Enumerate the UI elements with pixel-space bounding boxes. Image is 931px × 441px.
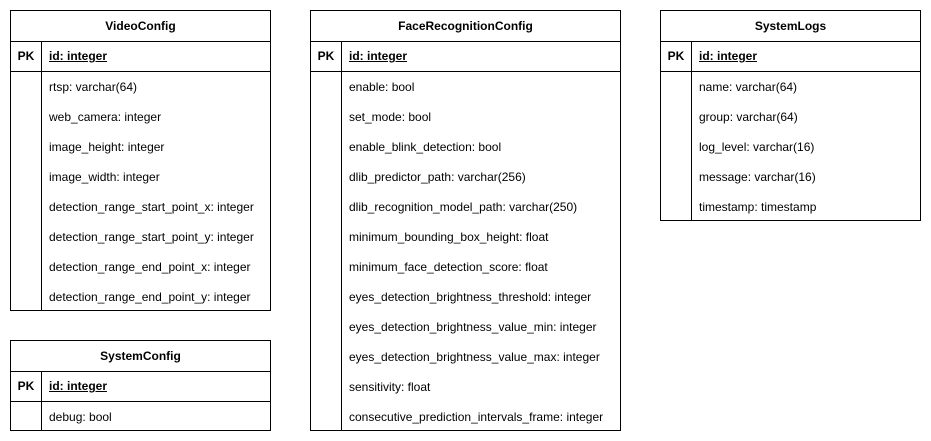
entity-field: detection_range_end_point_x: integer: [49, 260, 251, 274]
entity-field: sensitivity: float: [349, 380, 431, 394]
entity-field: image_height: integer: [49, 140, 165, 154]
entity-title: FaceRecognitionConfig: [311, 11, 620, 42]
entity-title: VideoConfig: [11, 11, 270, 42]
entity-field: web_camera: integer: [49, 110, 162, 124]
entity-field: dlib_recognition_model_path: varchar(250…: [349, 200, 578, 214]
entity-field: minimum_bounding_box_height: float: [349, 230, 549, 244]
primary-key-row: PK id: integer: [311, 42, 620, 72]
pk-field: id: integer: [699, 49, 758, 63]
entity-field: debug: bool: [49, 410, 112, 424]
entity-title: SystemLogs: [661, 11, 920, 42]
entity-title: SystemConfig: [11, 341, 270, 372]
primary-key-row: PK id: integer: [11, 42, 270, 72]
entity-field: minimum_face_detection_score: float: [349, 260, 548, 274]
entity-field: image_width: integer: [49, 170, 160, 184]
key-gutter: [11, 72, 42, 311]
entity-field: rtsp: varchar(64): [49, 80, 138, 94]
entity-field: name: varchar(64): [699, 80, 798, 94]
entity-field: eyes_detection_brightness_value_max: int…: [349, 350, 600, 364]
entity-field: message: varchar(16): [699, 170, 816, 184]
pk-label: PK: [661, 42, 692, 71]
entity-field: log_level: varchar(16): [699, 140, 815, 154]
primary-key-row: PK id: integer: [11, 372, 270, 402]
entity-face-recognition-config[interactable]: FaceRecognitionConfig PK id: integer ena…: [310, 10, 621, 431]
entity-field: detection_range_end_point_y: integer: [49, 290, 251, 304]
key-gutter: [661, 72, 692, 221]
entity-field: detection_range_start_point_x: integer: [49, 200, 254, 214]
entity-field: enable: bool: [349, 80, 415, 94]
pk-field: id: integer: [349, 49, 408, 63]
entity-system-config[interactable]: SystemConfig PK id: integer debug: bool: [10, 340, 271, 431]
entity-system-logs[interactable]: SystemLogs PK id: integer name: varchar(…: [660, 10, 921, 221]
entity-field: detection_range_start_point_y: integer: [49, 230, 254, 244]
entity-field: group: varchar(64): [699, 110, 798, 124]
pk-label: PK: [11, 42, 42, 71]
entity-field: timestamp: timestamp: [699, 200, 817, 214]
entity-field: eyes_detection_brightness_threshold: int…: [349, 290, 592, 304]
pk-field: id: integer: [49, 49, 108, 63]
entity-video-config[interactable]: VideoConfig PK id: integer rtsp: varchar…: [10, 10, 271, 311]
entity-field: eyes_detection_brightness_value_min: int…: [349, 320, 597, 334]
entity-field: set_mode: bool: [349, 110, 432, 124]
entity-field: enable_blink_detection: bool: [349, 140, 502, 154]
pk-field: id: integer: [49, 379, 108, 393]
pk-label: PK: [11, 372, 42, 401]
pk-label: PK: [311, 42, 342, 71]
entity-field: consecutive_prediction_intervals_frame: …: [349, 410, 604, 424]
entity-field: dlib_predictor_path: varchar(256): [349, 170, 526, 184]
primary-key-row: PK id: integer: [661, 42, 920, 72]
key-gutter: [11, 402, 42, 431]
key-gutter: [311, 72, 342, 431]
